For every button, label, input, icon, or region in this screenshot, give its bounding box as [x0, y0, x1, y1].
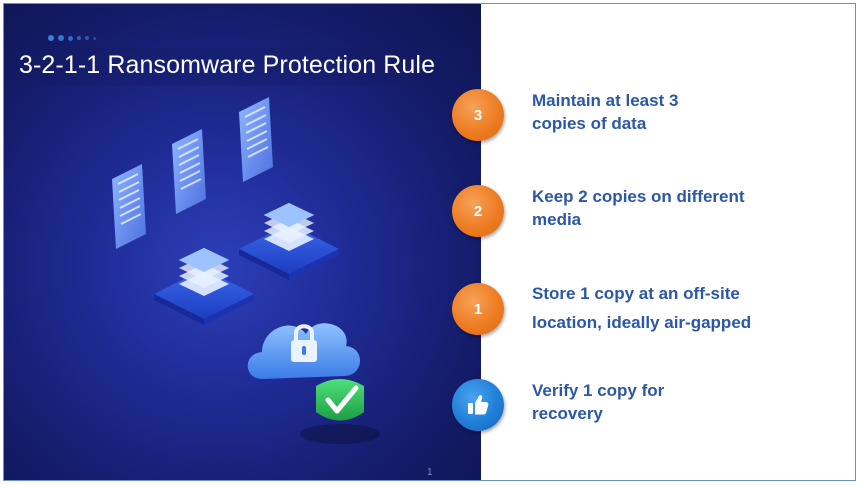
rule-line: Maintain at least 3 — [532, 91, 679, 110]
dot — [68, 35, 73, 41]
title-backdrop — [14, 48, 472, 86]
rule-line: recovery — [532, 404, 603, 423]
document-icon — [112, 164, 146, 249]
rule-line: media — [532, 210, 582, 229]
rule-line: Verify 1 copy for — [532, 381, 665, 400]
rule-line: copies of data — [532, 114, 647, 133]
backup-illustration — [112, 97, 380, 444]
rule-line: Keep 2 copies on different — [532, 187, 745, 206]
server-stack-icon — [154, 248, 254, 325]
rule-text: Store 1 copy at an off-site location, id… — [532, 279, 751, 337]
rule-text: Verify 1 copy for recovery — [532, 379, 664, 425]
rule-text: Keep 2 copies on different media — [532, 185, 745, 231]
badge-3: 3 — [452, 89, 504, 141]
dot — [93, 36, 96, 40]
server-stack-icon — [239, 203, 339, 280]
rule-item: 1 Store 1 copy at an off-site location, … — [452, 283, 852, 343]
document-icon — [239, 97, 273, 182]
rule-item: 3 Maintain at least 3 copies of data — [452, 89, 852, 149]
cloud-lock-icon — [247, 323, 361, 379]
dot — [58, 35, 64, 41]
rule-line: location, ideally air-gapped — [532, 313, 752, 332]
dot — [85, 36, 89, 40]
badge-2: 2 — [452, 185, 504, 237]
checkmark-icon — [300, 379, 380, 444]
dot — [48, 35, 54, 41]
rule-item: 2 Keep 2 copies on different media — [452, 185, 852, 245]
dot — [77, 36, 81, 40]
thumbs-up-icon — [468, 394, 489, 415]
thumbs-up-badge — [452, 379, 504, 431]
decorative-dots — [48, 35, 96, 41]
slide: 3-2-1-1 Ransomware Protection Rule — [3, 3, 856, 481]
badge-1: 1 — [452, 283, 504, 335]
rule-item: Verify 1 copy for recovery — [452, 379, 852, 439]
document-icon — [172, 129, 206, 214]
rule-text: Maintain at least 3 copies of data — [532, 89, 678, 135]
rule-line: Store 1 copy at an off-site — [532, 284, 740, 303]
page-number: 1 — [427, 467, 433, 478]
illustration-panel: 3-2-1-1 Ransomware Protection Rule — [4, 4, 481, 480]
slide-title: 3-2-1-1 Ransomware Protection Rule — [19, 51, 436, 79]
